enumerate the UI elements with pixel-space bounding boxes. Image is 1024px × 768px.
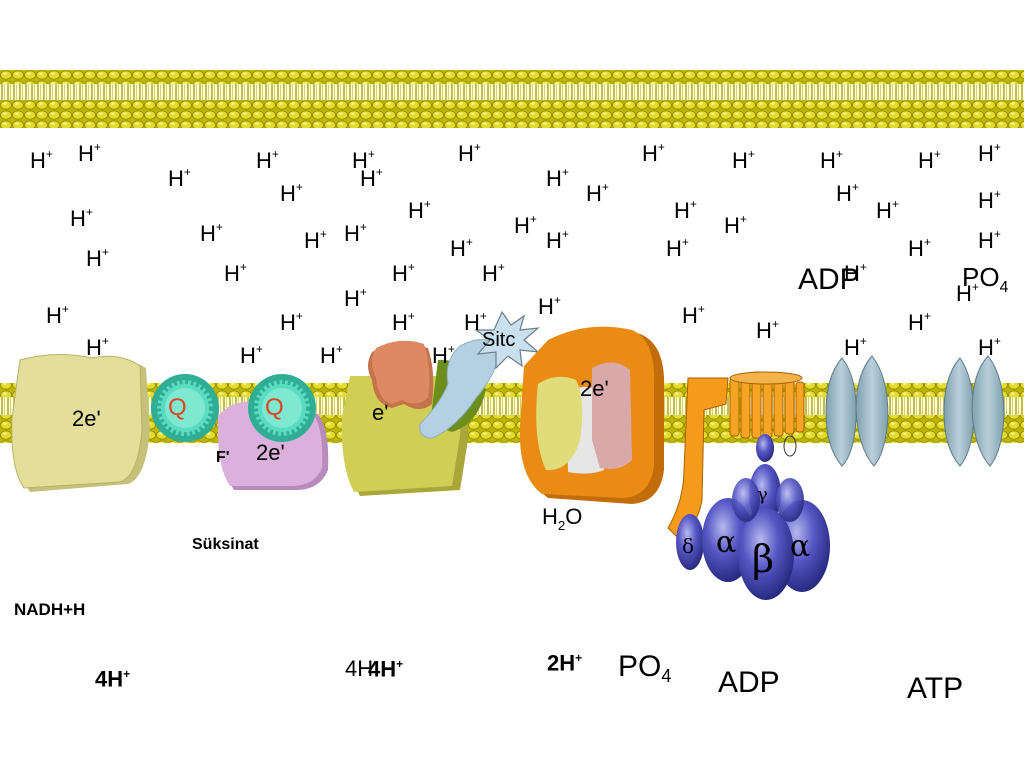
proton-label: H+	[482, 260, 505, 286]
complex-4-electrons-label: 2eʹ	[580, 376, 609, 401]
proton-label: H+	[666, 235, 689, 261]
alpha-right-subunit-label: α	[790, 529, 811, 564]
nadh-label: NADH+H	[14, 600, 86, 619]
proton-label: H+	[458, 140, 481, 166]
proton-label: H+	[304, 227, 327, 253]
proton-label: H+	[546, 227, 569, 253]
proton-label: H+	[546, 165, 569, 191]
proton-label: H+	[86, 334, 109, 360]
complex-2-electrons-label: 2eʹ	[256, 440, 285, 465]
quinone-2-shape	[248, 374, 316, 442]
proton-label: H+	[256, 147, 279, 173]
proton-label: H+	[844, 334, 867, 360]
two-h-label: 2H+	[547, 650, 583, 676]
water-label: H2O	[542, 504, 583, 533]
proton-label: H+	[168, 165, 191, 191]
atp-label: ATP	[907, 672, 964, 705]
four-h-2-label: 4H+	[368, 656, 404, 682]
proton-label: H+	[30, 147, 53, 173]
proton-label: H+	[392, 309, 415, 335]
proton-label: H+	[918, 147, 941, 173]
proton-label: H+	[724, 212, 747, 238]
proton-label: H+	[432, 342, 455, 368]
proton-label: H+	[344, 220, 367, 246]
complex-1-electrons-label: 2eʹ	[72, 406, 101, 431]
quinone-2-label: Q	[265, 394, 284, 421]
complex-3-electron-label: eʹ	[372, 400, 389, 425]
proton-label: H+	[876, 197, 899, 223]
proton-label: H+	[538, 293, 561, 319]
proton-label: H+	[344, 285, 367, 311]
alpha-left-subunit-label: α	[716, 525, 737, 560]
proton-label: H+	[674, 197, 697, 223]
channel-2	[943, 355, 1005, 467]
proton-label: H+	[78, 140, 101, 166]
proton-label: H+	[240, 342, 263, 368]
proton-label: H+	[360, 165, 383, 191]
proton-label: H+	[978, 227, 1001, 253]
proton-label: H+	[280, 180, 303, 206]
proton-label: H+	[956, 280, 979, 306]
proton-label: H+	[732, 147, 755, 173]
proton-label: H+	[908, 309, 931, 335]
proton-label: H+	[586, 180, 609, 206]
proton-label: H+	[70, 205, 93, 231]
proton-label: H+	[352, 147, 375, 173]
atp-synthase	[667, 371, 830, 600]
beta-subunit-label: β	[752, 537, 774, 581]
proton-label: H+	[978, 140, 1001, 166]
channel-1	[825, 355, 889, 467]
adp-bottom-label: ADP	[718, 666, 780, 699]
proton-label: H+	[200, 220, 223, 246]
four-h-2-prefix-label: 4H	[345, 656, 374, 681]
complex-1	[11, 353, 151, 492]
outer-membrane	[0, 70, 1024, 128]
proton-label: H+	[450, 235, 473, 261]
cytochrome-c-label: Sitc	[482, 329, 516, 351]
proton-label: H+	[514, 212, 537, 238]
complex-3	[341, 339, 501, 496]
proton-label: H+	[978, 334, 1001, 360]
proton-label: H+	[820, 147, 843, 173]
proton-label: H+	[642, 140, 665, 166]
complex-4	[519, 326, 665, 504]
proton-label: H+	[464, 309, 487, 335]
complex-2-fragment-label: Fʹ	[216, 449, 230, 466]
proton-label: H+	[224, 260, 247, 286]
quinone-1-shape	[151, 374, 219, 442]
proton-label: H+	[908, 235, 931, 261]
proton-label: H+	[756, 317, 779, 343]
proton-label: H+	[320, 342, 343, 368]
po4-upper-label: PO4	[962, 262, 1009, 296]
gamma-subunit-label: γ	[757, 484, 768, 505]
cytochrome-c-shape	[474, 310, 540, 370]
proton-label: H+	[682, 302, 705, 328]
proton-label: H+	[46, 302, 69, 328]
proton-label: H+	[392, 260, 415, 286]
four-h-1-label: 4H+	[95, 666, 131, 692]
po4-bottom-label: PO4	[618, 650, 672, 686]
proton-label: H+	[836, 180, 859, 206]
proton-label: H+	[86, 245, 109, 271]
proton-label: H+	[408, 197, 431, 223]
proton-label: H+	[280, 309, 303, 335]
proton-label: H+	[844, 260, 867, 286]
proton-label: H+	[978, 187, 1001, 213]
quinone-1-label: Q	[168, 394, 187, 421]
succinate-label: Süksinat	[192, 536, 259, 553]
delta-subunit-label: δ	[682, 534, 695, 558]
adp-upper-label: ADP	[798, 263, 860, 296]
